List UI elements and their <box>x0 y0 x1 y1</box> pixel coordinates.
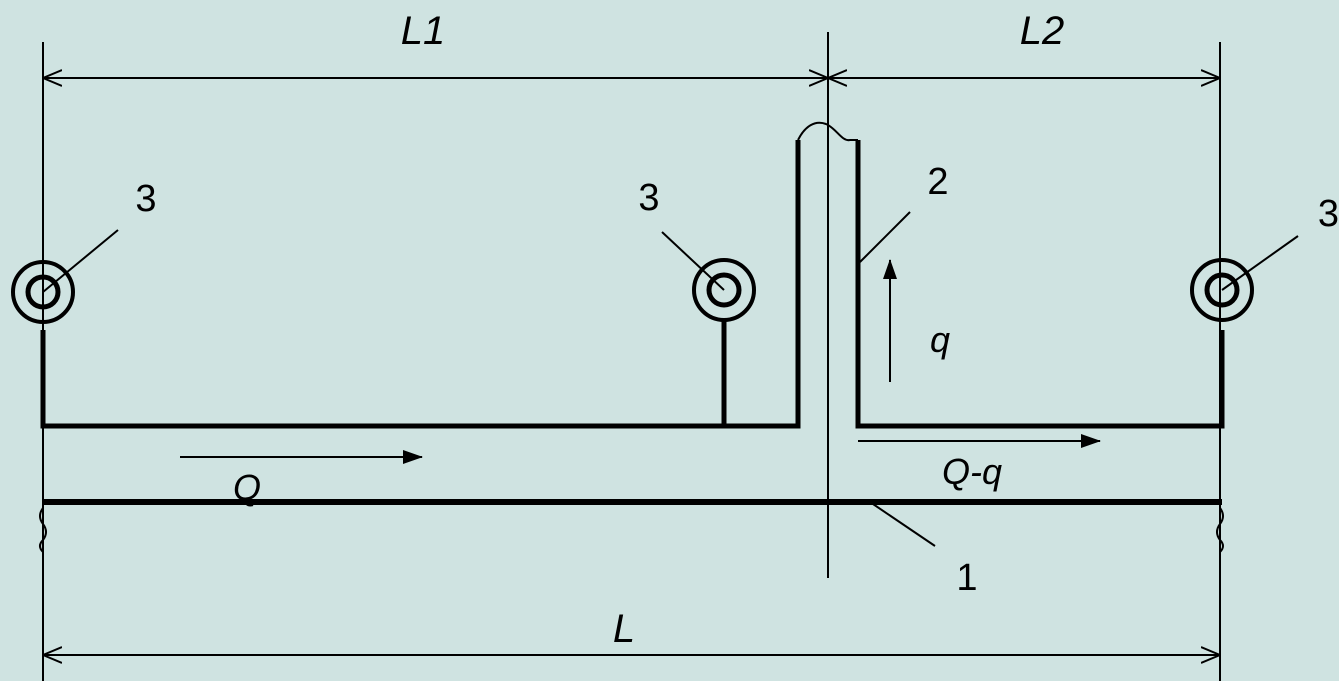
label-flow-q-main: Q <box>233 467 261 508</box>
callout-1: 1 <box>956 557 977 599</box>
label-l2: L2 <box>1020 9 1065 53</box>
callout-3-left: 3 <box>135 178 156 220</box>
right-branch-wall <box>855 140 1225 429</box>
callout-3-middle: 3 <box>638 177 659 219</box>
left-branch-wall <box>40 140 801 429</box>
label-l1: L1 <box>401 9 446 53</box>
label-flow-q-minus-q: Q-q <box>942 451 1002 492</box>
callout-3-right: 3 <box>1318 193 1339 235</box>
leader-callout-3-middle <box>661 231 725 291</box>
callout-2: 2 <box>927 161 948 203</box>
label-l: L <box>613 607 635 651</box>
label-flow-q-branch: q <box>930 319 950 360</box>
leader-callout-1 <box>869 501 936 547</box>
sprinkler-middle <box>692 258 756 322</box>
leader-callout-3-right <box>1221 235 1299 291</box>
sprinkler-right <box>1190 258 1254 322</box>
leader-callout-3-left <box>42 229 119 293</box>
right-break-mark <box>1216 507 1224 553</box>
branch-break-line <box>797 121 858 142</box>
left-break-mark <box>39 507 47 553</box>
sprinkler-left <box>11 260 75 324</box>
leader-callout-2 <box>859 211 911 263</box>
